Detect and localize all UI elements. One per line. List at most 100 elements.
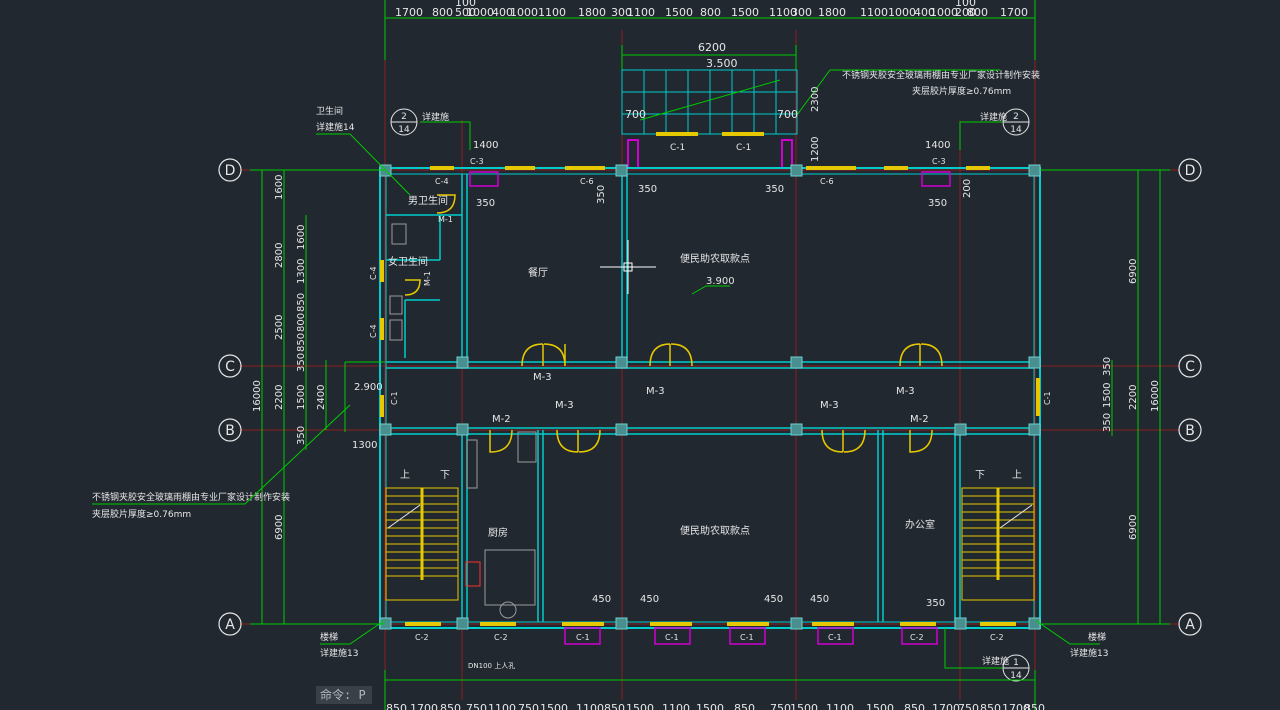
dim-label: 350: [1102, 357, 1113, 376]
dim-label: 700: [777, 108, 798, 121]
stairs-right[interactable]: [961, 487, 1035, 601]
window-label: C-2: [415, 633, 429, 642]
dim-label: 850: [980, 702, 1001, 710]
dim-label: 1500: [866, 702, 894, 710]
dim-label: 1600: [296, 225, 307, 250]
dim-label: 300: [611, 6, 632, 19]
bottom-dimension-chain: [384, 670, 1036, 710]
windows-top[interactable]: [380, 166, 1040, 417]
window-c1[interactable]: [656, 132, 698, 136]
axis-label-d: D: [1185, 163, 1196, 179]
axis-markers[interactable]: [218, 158, 1202, 636]
axis-label-b: B: [1185, 423, 1195, 439]
callout-leaders: [92, 121, 1100, 669]
dim-label: 750: [958, 702, 979, 710]
top-dimension-chain: [384, 0, 1036, 70]
callout-stair-ref: 详建施13: [1070, 647, 1108, 659]
dim-label: 350: [596, 185, 607, 204]
doors[interactable]: [404, 194, 943, 453]
dim-label: 2300: [810, 87, 821, 112]
door-label: M-2: [492, 414, 511, 425]
dim-label: 1400: [473, 140, 498, 151]
command-line-prompt[interactable]: 命令: P: [316, 686, 372, 704]
dim-label: 1500: [540, 702, 568, 710]
dim-label: 1100: [662, 702, 690, 710]
column-magenta: [781, 139, 793, 169]
dim-label: 100: [955, 0, 976, 9]
dim-label: 350: [296, 426, 307, 445]
stair-down-label: 下: [975, 470, 985, 481]
canopy-note-2: 夹层胶片厚度≥0.76mm: [912, 85, 1011, 97]
dim-label: 1600: [274, 175, 285, 200]
dim-label: 100: [455, 0, 476, 9]
columns: [379, 164, 1041, 630]
window-label: C-1: [665, 633, 679, 642]
dim-label: 850: [904, 702, 925, 710]
window-c1[interactable]: [722, 132, 764, 136]
dim-label: 750: [770, 702, 791, 710]
dim-label: 1000: [930, 6, 958, 19]
dim-label: 1100: [576, 702, 604, 710]
dim-label: 1100: [488, 702, 516, 710]
room-label-service-north: 便民助农取款点: [680, 252, 750, 265]
dim-label: 350: [765, 184, 784, 195]
crosshair-cursor: [600, 240, 656, 294]
magenta-frames: [469, 171, 951, 645]
window-label: C-1: [390, 391, 399, 405]
dim-label: 2800: [274, 243, 285, 268]
door-label: M-2: [910, 414, 929, 425]
door-label: M-3: [896, 386, 915, 397]
interior-walls: [386, 174, 1034, 622]
dim-label: 1500: [790, 702, 818, 710]
elevation-label: 3.900: [706, 276, 735, 287]
dim-label: 1300: [352, 440, 377, 451]
stairs-left[interactable]: [385, 487, 459, 601]
callout-number: 2: [1013, 112, 1019, 122]
windows-bottom[interactable]: [405, 622, 1016, 626]
column-magenta: [627, 139, 639, 169]
room-label-kitchen: 厨房: [488, 526, 508, 539]
axis-label-b: B: [225, 423, 235, 439]
dim-label: 300: [791, 6, 812, 19]
door-label: M-1: [423, 271, 432, 286]
dim-label: 1100: [769, 6, 797, 19]
window-label: C-2: [494, 633, 508, 642]
dim-label: 350: [1102, 413, 1113, 432]
dim-label: 1100: [627, 6, 655, 19]
window-label: C-1: [828, 633, 842, 642]
dim-label: 1500: [626, 702, 654, 710]
dim-label: 1700: [1000, 6, 1028, 19]
dim-label: 1500: [296, 385, 307, 410]
window-label: C-1: [576, 633, 590, 642]
stair-down-label: 下: [440, 470, 450, 481]
dim-label: 850: [296, 333, 307, 352]
dim-label: 1000: [510, 6, 538, 19]
dim-label: 2.900: [354, 382, 383, 393]
callout-ref: 详建施: [980, 111, 1007, 123]
dim-label: 1400: [925, 140, 950, 151]
dim-label: 1800: [818, 6, 846, 19]
canopy[interactable]: [621, 69, 798, 135]
callout-stair-ref: 详建施13: [320, 647, 358, 659]
window-label: C-1: [670, 143, 685, 153]
room-label-male-toilet: 男卫生间: [408, 194, 448, 207]
door-label: M-3: [820, 400, 839, 411]
window-label: C-4: [369, 324, 378, 338]
window-label: C-2: [990, 633, 1004, 642]
canopy-elev: 3.500: [706, 57, 738, 70]
window-label: C-3: [470, 157, 484, 166]
dim-label: 750: [466, 702, 487, 710]
dim-label: 1200: [810, 137, 821, 162]
dim-label: 16000: [252, 380, 263, 412]
detail-callouts[interactable]: [390, 108, 1030, 682]
door-label: M-1: [438, 215, 453, 224]
dim-label: 1700: [932, 702, 960, 710]
left-dimension-chain: [250, 169, 385, 625]
dim-label: 450: [592, 594, 611, 605]
dim-label: 750: [518, 702, 539, 710]
exterior-walls[interactable]: [379, 167, 1041, 629]
right-dimension-chain: [1040, 169, 1170, 625]
dim-label: 350: [926, 598, 945, 609]
elevation-symbol: [691, 285, 730, 295]
